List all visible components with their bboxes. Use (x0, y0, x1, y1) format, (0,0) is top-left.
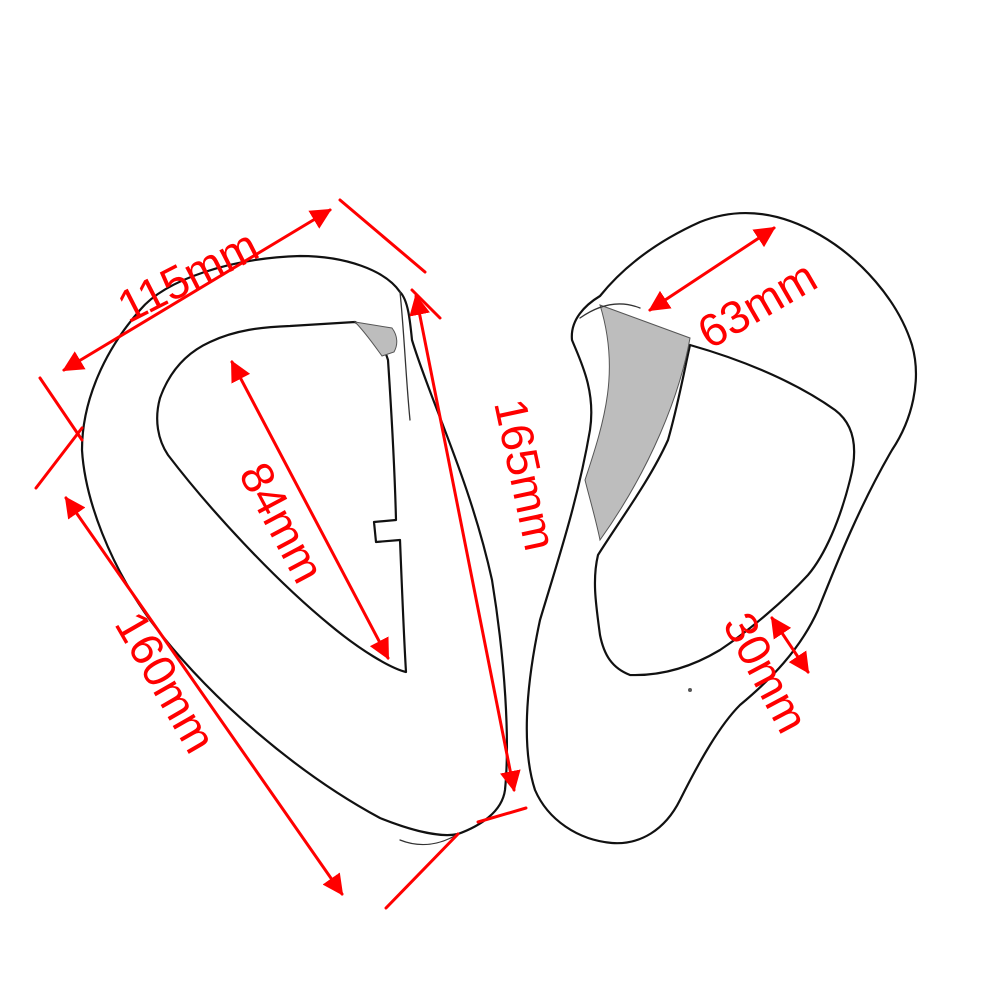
dimension-label-165: 165mm (484, 394, 567, 555)
dimension-arrow-160 (64, 496, 344, 896)
dimension-arrow-115 (62, 208, 332, 372)
extension-line-a (338, 198, 427, 274)
extension-line-b (38, 376, 84, 442)
right-panel-inner-lip (584, 304, 691, 542)
extension-line-e (34, 426, 84, 490)
left-panel-bottom-edge (399, 833, 459, 846)
left-panel-flange-line (399, 291, 411, 421)
right-fairing-panel (525, 211, 918, 845)
right-panel-inner-cutout (593, 343, 856, 677)
extension-line-f (384, 832, 460, 910)
dimension-arrow-63 (648, 226, 776, 312)
right-panel-mark (688, 688, 692, 692)
dimension-arrow-165 (409, 293, 521, 793)
right-panel-top-edge (579, 303, 641, 319)
left-panel-inner-lip (353, 321, 398, 357)
dimension-arrow-30 (770, 616, 810, 674)
extension-line-d (476, 806, 528, 824)
